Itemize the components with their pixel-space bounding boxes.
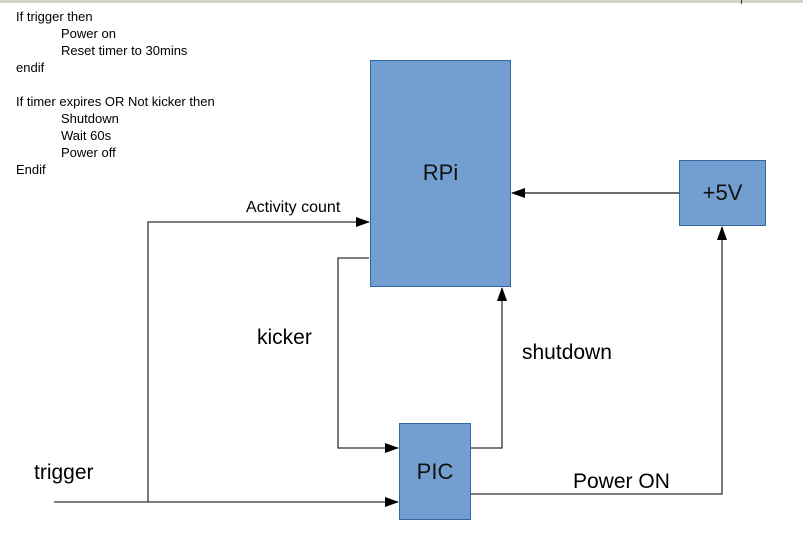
power-on-label: Power ON	[573, 470, 670, 493]
rpi-block: RPi	[370, 60, 511, 287]
pic-label: PIC	[416, 458, 454, 484]
pseudocode-line: If trigger then	[16, 9, 93, 24]
shutdown-connector	[471, 287, 507, 449]
window-top-border	[0, 0, 803, 3]
pseudocode-line: Endif	[16, 162, 46, 177]
pseudocode-line: endif	[16, 60, 45, 75]
activity-count-label: Activity count	[246, 199, 341, 216]
pseudocode-line: Power on	[61, 26, 116, 41]
power-on-connector	[471, 226, 727, 495]
activity-count-connector	[147, 217, 370, 502]
psu-5v-label: +5V	[702, 180, 743, 205]
trigger-label: trigger	[34, 461, 94, 484]
pseudocode-line: Power off	[61, 145, 116, 160]
pseudocode-line: If timer expires OR Not kicker then	[16, 94, 215, 109]
pic-block: PIC	[399, 423, 471, 520]
shutdown-label: shutdown	[522, 341, 612, 364]
pseudocode-line: Wait 60s	[61, 128, 112, 143]
rpi-label: RPi	[422, 159, 459, 185]
kicker-connector	[337, 257, 399, 453]
pseudocode-block: If trigger then Power on Reset timer to …	[16, 8, 215, 178]
pseudocode-line: Shutdown	[61, 111, 119, 126]
pseudocode-line: Reset timer to 30mins	[61, 43, 188, 58]
kicker-label: kicker	[257, 326, 312, 349]
window-top-tick	[741, 0, 742, 4]
psu-5v-block: +5V	[679, 160, 766, 226]
